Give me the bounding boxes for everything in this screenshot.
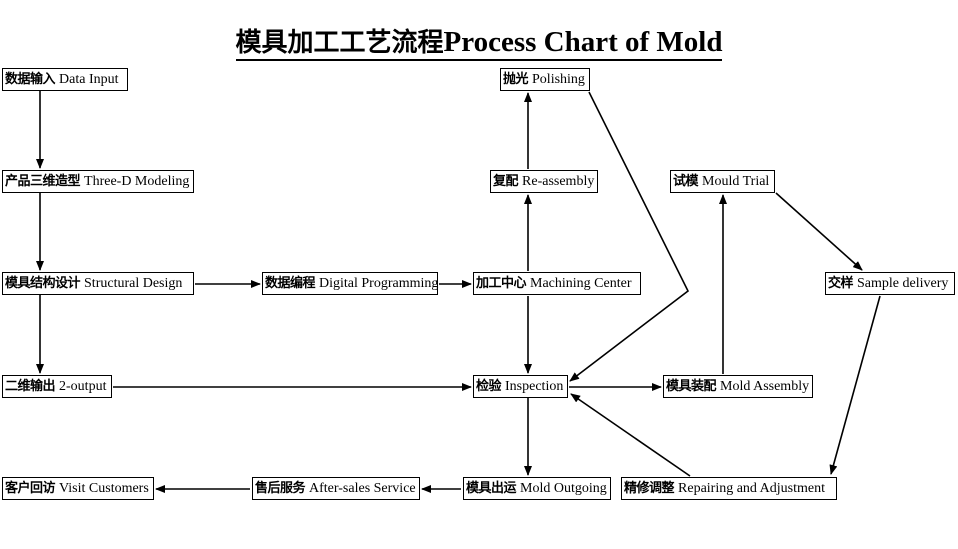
node-sample-label-cn: 交样 [828,275,854,291]
node-assembly-label-en: Mold Assembly [720,378,810,394]
node-data-input-label-en: Data Input [59,71,119,87]
node-outgoing-label-en: Mold Outgoing [520,480,607,496]
edge-repairing-to-inspection [570,393,691,477]
edge-mould-trial-to-sample [775,192,863,271]
node-structural-label-cn: 模具结构设计 [5,275,81,291]
node-machining-label-cn: 加工中心 [476,275,527,291]
node-digital-label-cn: 数据编程 [265,275,316,291]
node-machining-label-en: Machining Center [530,275,632,291]
node-digital-label-en: Digital Programming [319,275,439,291]
node-assembly-label-cn: 模具装配 [666,378,717,394]
node-two-output-label-en: 2-output [59,378,107,394]
node-outgoing-label-cn: 模具出运 [466,480,517,496]
node-reassembly-label-cn: 复配 [493,173,519,189]
node-repairing-label-cn: 精修调整 [624,480,675,496]
node-inspection-label-en: Inspection [505,378,564,394]
node-polishing-label-cn: 抛光 [503,71,529,87]
edge-sample-to-repairing [829,295,881,475]
page-title: 模具加工工艺流程Process Chart of Mold [0,22,958,61]
node-visit-label-en: Visit Customers [59,480,149,496]
edge-polishing-to-inspection [569,91,690,382]
node-structural-label-en: Structural Design [84,275,183,291]
node-mould-trial-label-cn: 试模 [673,173,699,189]
page-title-english: Process Chart of Mold [443,26,723,58]
node-polishing-label-en: Polishing [532,71,585,87]
page-title-chinese: 模具加工工艺流程 [235,28,444,58]
node-inspection-label-cn: 检验 [476,378,502,394]
node-repairing-label-en: Repairing and Adjustment [678,480,825,496]
node-reassembly-label-en: Re-assembly [522,173,595,189]
node-three-d-label-en: Three-D Modeling [84,173,190,189]
node-data-input-label-cn: 数据输入 [5,71,56,87]
node-aftersales-label-en: After-sales Service [309,480,416,496]
node-two-output-label-cn: 二维输出 [5,378,56,394]
node-visit-label-cn: 客户回访 [5,480,56,496]
node-aftersales-label-cn: 售后服务 [255,480,306,496]
node-three-d-label-cn: 产品三维造型 [5,173,81,189]
node-mould-trial-label-en: Mould Trial [702,173,770,189]
node-sample-label-en: Sample delivery [857,275,949,291]
